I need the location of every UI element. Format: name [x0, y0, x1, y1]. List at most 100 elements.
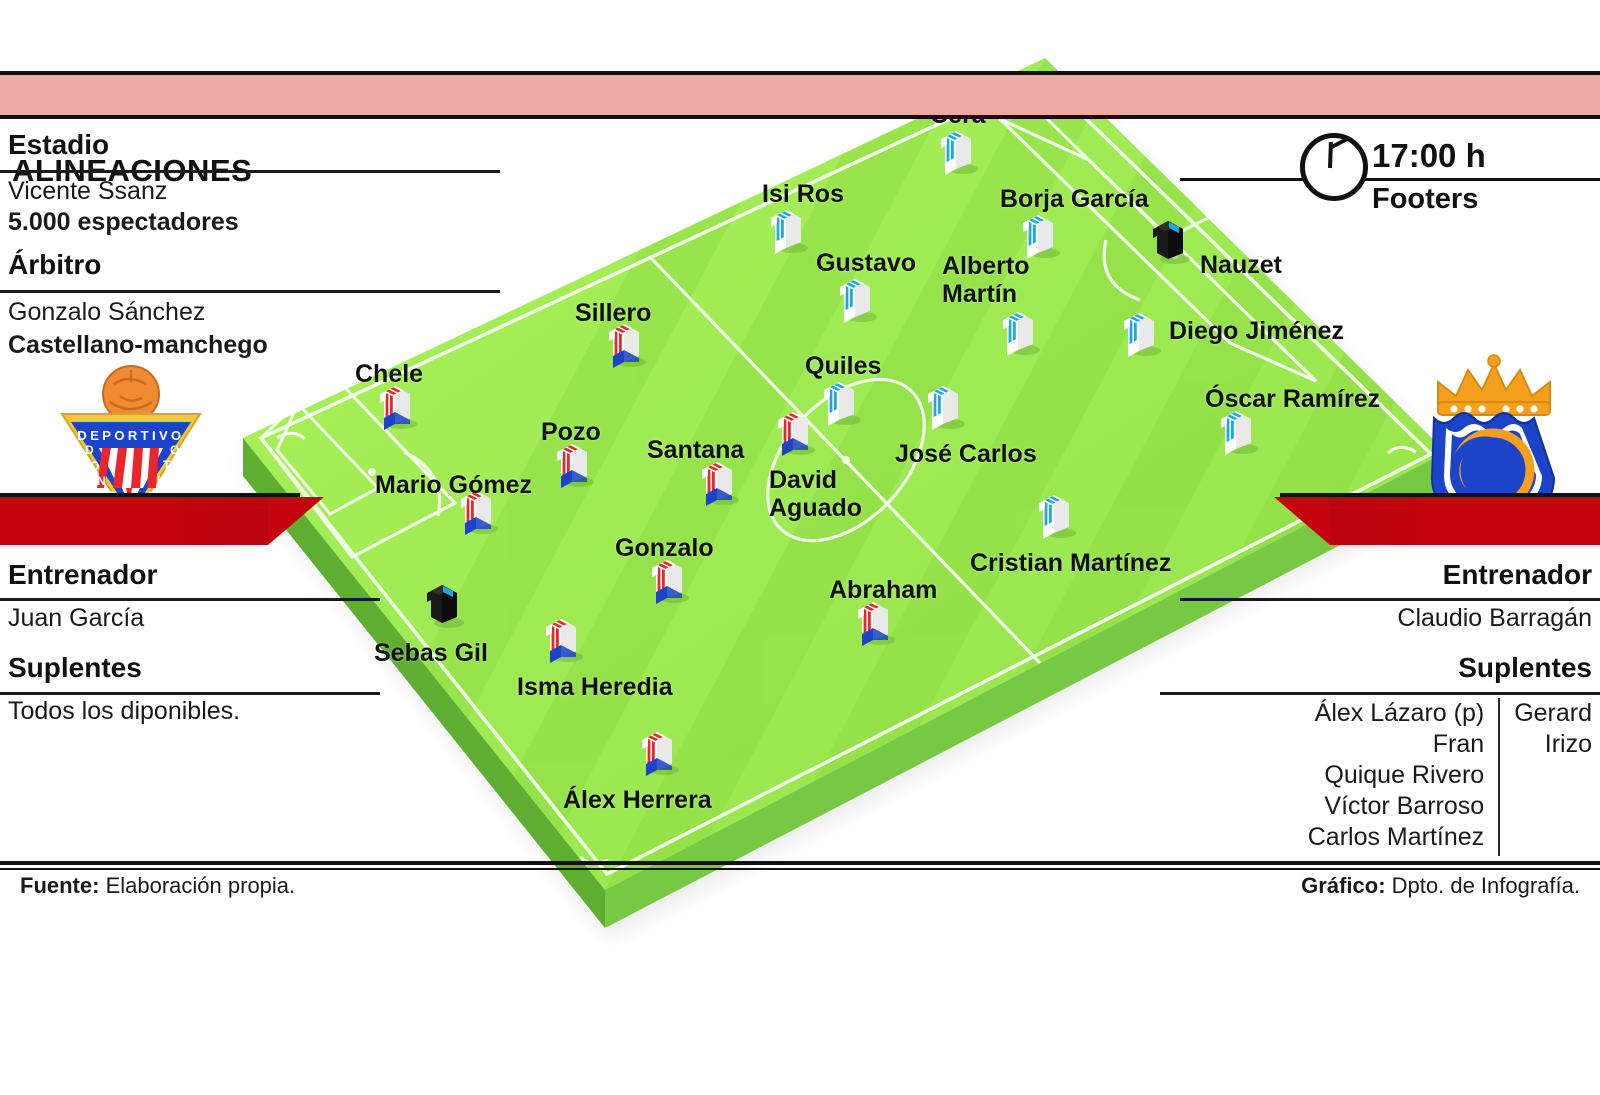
arbitro-label: Árbitro [8, 249, 102, 280]
player-name-label: Gustavo [816, 249, 917, 277]
clock-hour-hand [1329, 136, 1349, 150]
away-sub-name: Gerard [1514, 699, 1592, 727]
footer-divider-thin [0, 868, 1600, 870]
svg-text:I: I [157, 473, 160, 487]
player-name-label: Isma Heredia [517, 673, 673, 701]
away-sub-name: Álex Lázaro (p) [1314, 699, 1485, 727]
away-sub-name: Carlos Martínez [1307, 823, 1485, 851]
home-bar-edge [268, 497, 324, 545]
graphic-label: Gráfico: [1301, 873, 1386, 898]
source-credit: Fuente: Elaboración propia. [20, 873, 295, 899]
player-name-label: Abraham [829, 576, 938, 604]
arbitro-name: Gonzalo Sánchez [8, 298, 206, 326]
blue-white-striped-shirt [924, 378, 970, 430]
blue-white-striped-shirt [767, 202, 813, 254]
alineaciones-banner: ALINEACIONES [0, 75, 1600, 187]
red-white-striped-shirt [774, 404, 820, 456]
player-name-label: Diego Jiménez [1169, 317, 1345, 345]
red-white-striped-shirt [698, 454, 744, 506]
player-name-label: Mario Gómez [375, 471, 532, 499]
estadio-label: Estadio [8, 129, 110, 160]
clock-icon [1300, 133, 1368, 201]
black-keeper-shirt [1149, 213, 1195, 265]
home-coach-divider [0, 598, 380, 601]
blue-white-striped-shirt [1217, 403, 1263, 455]
home-coach-label: Entrenador [8, 559, 158, 590]
banner-top-divider [0, 71, 1600, 75]
blue-white-striped-shirt [937, 123, 983, 175]
black-keeper-shirt [423, 577, 469, 629]
red-white-striped-shirt [605, 316, 651, 368]
away-bar-top-divider [1280, 493, 1600, 497]
blue-white-striped-shirt [836, 271, 882, 323]
red-white-striped-shirt [638, 724, 684, 776]
arbitro-committee: Castellano-manchego [8, 331, 268, 359]
estadio-name: Vicente Ssanz [8, 177, 168, 205]
svg-text:R: R [1473, 437, 1514, 498]
red-white-striped-shirt [648, 552, 694, 604]
player-name-label: Isi Ros [762, 180, 844, 208]
svg-text:DEPORTIVO: DEPORTIVO [77, 428, 184, 443]
away-sub-name: Víctor Barroso [1324, 792, 1485, 820]
player-name-label: Borja García [1000, 185, 1149, 213]
away-team-bar: RECREATIVO [1330, 497, 1600, 1037]
estadio-divider [0, 170, 500, 173]
svg-text:O: O [170, 443, 179, 457]
away-bar-edge [1274, 497, 1330, 545]
player-name-label: Quiles [805, 352, 882, 380]
banner-bottom-divider [0, 115, 1600, 119]
away-coach-name: Claudio Barragán [1397, 604, 1592, 632]
away-subs-column-divider [1498, 698, 1501, 856]
home-subs-divider [0, 692, 380, 695]
player-name-label: Cristian Martínez [970, 549, 1172, 577]
player-name-label: Óscar Ramírez [1205, 385, 1381, 413]
red-white-striped-shirt [553, 436, 599, 488]
footer-divider-thick [0, 861, 1600, 865]
away-sub-name: Fran [1432, 730, 1485, 758]
away-coach-label: Entrenador [1442, 559, 1592, 590]
source-value: Elaboración propia. [105, 873, 296, 898]
graphic-credit: Gráfico: Dpto. de Infografía. [1301, 873, 1580, 899]
svg-text:N: N [97, 474, 106, 488]
graphic-value: Dpto. de Infografía. [1391, 873, 1580, 898]
player-name-label: Gonzalo [615, 534, 714, 562]
home-subs-text: Todos los diponibles. [8, 697, 241, 725]
home-team-name: DON BENITO [14, 1002, 212, 1037]
source-label: Fuente: [20, 873, 100, 898]
svg-text:D: D [85, 443, 94, 457]
svg-text:O: O [90, 459, 99, 473]
red-white-striped-shirt [854, 594, 900, 646]
home-subs-label: Suplentes [8, 652, 142, 683]
player-name-label: Nauzet [1200, 251, 1282, 279]
away-subs-label: Suplentes [1458, 652, 1592, 683]
player-name-label: Álex Herrera [563, 786, 712, 814]
estadio-capacity: 5.000 espectadores [8, 208, 239, 236]
player-name-label: José Carlos [895, 440, 1037, 468]
arbitro-divider [0, 290, 500, 293]
blue-white-striped-shirt [1019, 207, 1065, 259]
clock-divider [1180, 178, 1600, 181]
don-benito-crest-icon: DEPORTIVO D O N B E N I T O [44, 362, 219, 537]
red-white-striped-shirt [457, 483, 503, 535]
player-name-label: Santana [647, 436, 745, 464]
red-white-striped-shirt [376, 378, 422, 430]
home-team-bar: DON BENITO [0, 497, 268, 1037]
away-subs-divider [1160, 692, 1600, 695]
footers-label: Footers [1372, 183, 1479, 215]
home-coach-name: Juan García [8, 604, 145, 632]
away-team-name: RECREATIVO [1382, 1002, 1586, 1037]
away-coach-divider [1180, 598, 1600, 601]
away-sub-name: Quique Rivero [1324, 761, 1485, 789]
player-name-label: Sillero [575, 299, 652, 327]
blue-white-striped-shirt [1035, 487, 1081, 539]
svg-text:T: T [163, 458, 171, 472]
player-name-label: Pozo [541, 418, 601, 446]
blue-white-striped-shirt [1120, 305, 1166, 357]
